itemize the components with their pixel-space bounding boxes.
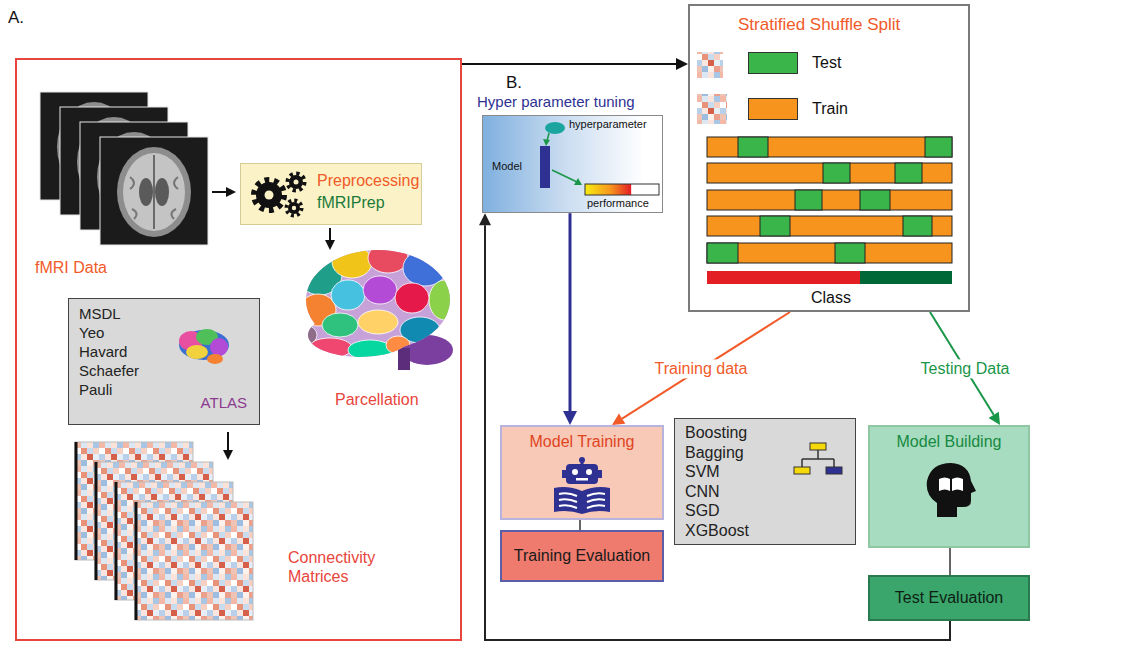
connector-line (569, 213, 572, 411)
algorithm-list: Boosting Bagging SVM CNN SGD XGBoost (685, 423, 749, 540)
small-label: Model (492, 160, 522, 173)
evaluation-box: Training Evaluation (500, 530, 664, 582)
box-title: Test Evaluation (895, 588, 1004, 607)
box-title: Model Training (530, 432, 635, 451)
axis-label: Class (811, 288, 851, 307)
panel-letter: B. (506, 73, 522, 93)
box-title: Model Building (897, 432, 1002, 451)
connector-line (579, 520, 581, 530)
tuning-box: Hyper parameter tuninghyperparameterMode… (482, 115, 663, 213)
atlas-list: MSDL Yeo Havard Schaefer Pauli (79, 304, 139, 399)
connector-line (622, 312, 790, 419)
arrow-head (563, 411, 577, 425)
box-title: Stratified Shuffle Split (738, 15, 900, 35)
small-label: hyperparameter (569, 118, 647, 131)
arrow-head (676, 58, 688, 70)
connector (563, 213, 577, 425)
legend-text: Test (812, 53, 841, 72)
arrow-head (479, 213, 491, 225)
atlas-box: MSDL Yeo Havard Schaefer PauliATLAS (68, 298, 260, 425)
atlas-brain-icon (177, 327, 231, 365)
algorithm-box: Boosting Bagging SVM CNN SGD XGBoost (674, 418, 856, 545)
matrix-thumbnails (697, 52, 727, 124)
box-title: Preprocessing (317, 171, 413, 190)
legend-swatch (748, 52, 798, 74)
parcellated-brain (293, 243, 461, 370)
image-caption: fMRI Data (35, 258, 107, 277)
image-caption: Parcellation (335, 390, 419, 409)
legend-text: Train (812, 99, 848, 118)
connector (462, 58, 688, 70)
edge-label: Training data (652, 359, 751, 378)
evaluation-box: Test Evaluation (868, 575, 1030, 621)
training-box: Model Training (500, 425, 664, 520)
split-box: Stratified Shuffle Split (688, 4, 970, 312)
building-box: Model Building (868, 425, 1030, 548)
connector-line (949, 548, 951, 575)
gears-icon (245, 169, 313, 221)
fmri-slices (40, 92, 208, 245)
box-title: Training Evaluation (514, 546, 650, 565)
preprocessing-box: Preprocessing fMRIPrep (240, 163, 422, 225)
connector (612, 312, 790, 425)
image-caption: Connectivity Matrices (288, 548, 383, 586)
connector (580, 520, 581, 530)
small-label: performance (587, 197, 649, 210)
tree-icon (793, 441, 843, 477)
arrow-head (612, 414, 625, 425)
connectivity-matrices (75, 442, 253, 620)
box-title: Hyper parameter tuning (477, 93, 635, 111)
fold-bars (707, 137, 952, 263)
learning-head-icon (919, 459, 979, 519)
atlas-label: ATLAS (201, 394, 247, 412)
panel-a: A. PreprocessingfMRIPrep MSDL Yeo Havard… (15, 58, 462, 641)
edge-label: Testing Data (918, 359, 1013, 378)
connector-line (462, 63, 676, 65)
robot-icon (550, 457, 614, 515)
tool-name: fMRIPrep (317, 193, 413, 212)
panel-letter: A. (8, 8, 24, 28)
arrow-head (989, 412, 1000, 425)
class-bar (707, 271, 952, 284)
connector (950, 548, 951, 575)
legend-swatch (748, 98, 798, 120)
